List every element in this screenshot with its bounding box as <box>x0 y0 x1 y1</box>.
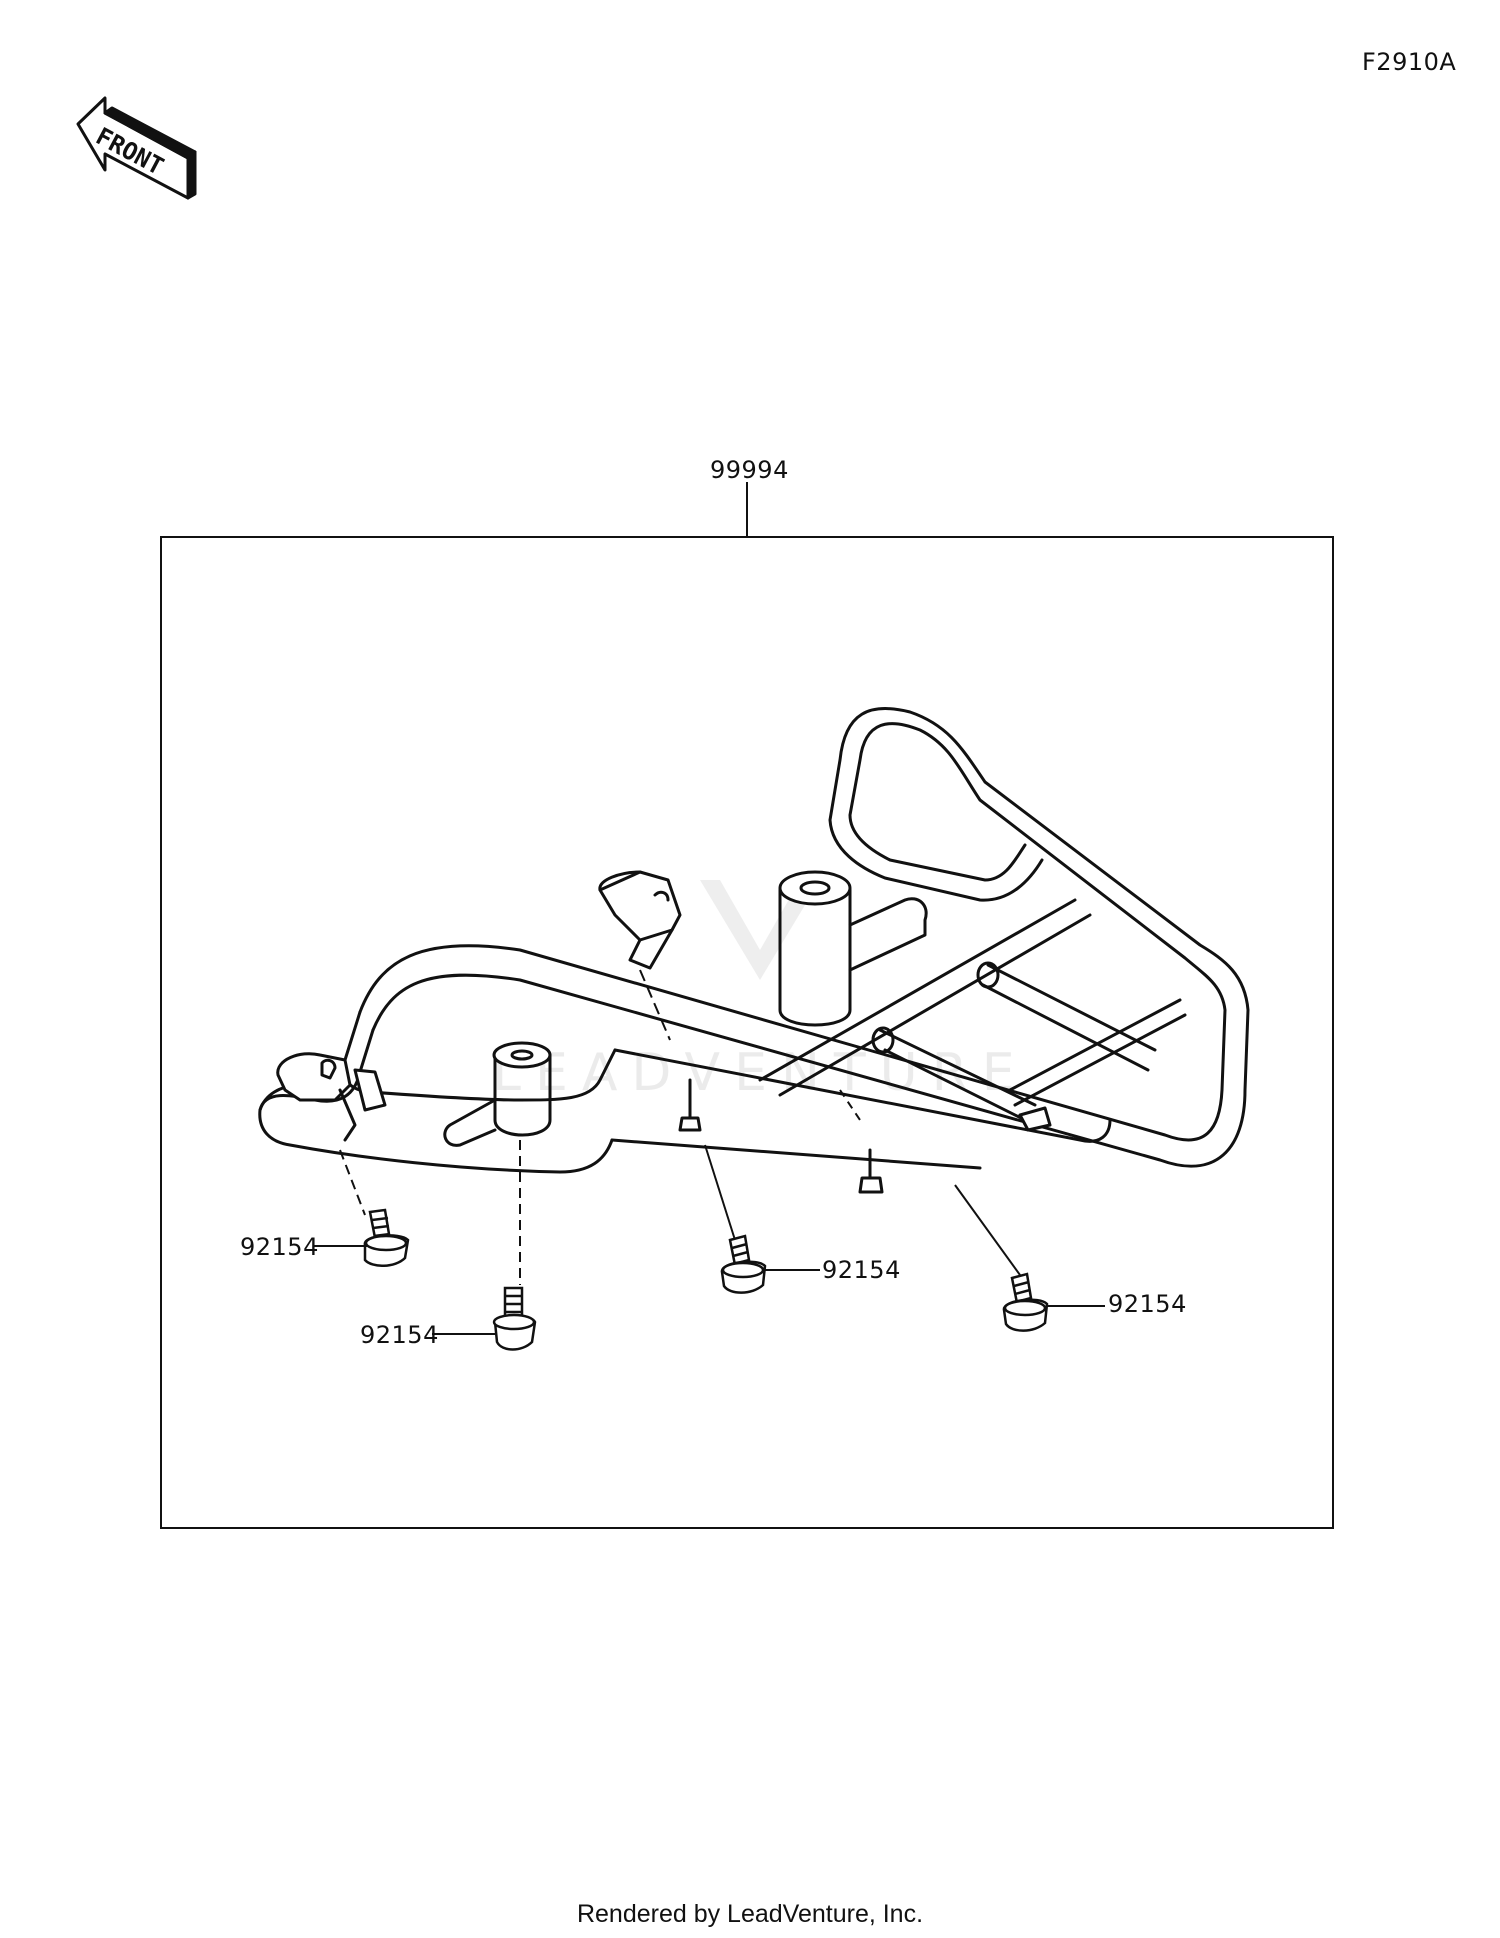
diagram-reference-code: F2910A <box>1362 48 1457 76</box>
bolt-icon-3 <box>720 1234 767 1294</box>
watermark-logo-icon <box>700 880 820 980</box>
rear-carrier-rack <box>258 707 1250 1194</box>
assembly-part-number: 99994 <box>710 456 789 484</box>
fastener-part-number: 92154 <box>822 1256 901 1284</box>
bolt-icon-2 <box>492 1286 537 1351</box>
bolt-icon-1 <box>363 1208 410 1267</box>
fastener-part-number: 92154 <box>360 1321 439 1349</box>
assembly-frame <box>160 536 1334 1529</box>
callout-lines <box>313 1245 1105 1335</box>
bolt-icon-4 <box>1002 1272 1049 1332</box>
fastener-part-number: 92154 <box>1108 1290 1187 1318</box>
front-arrow-icon: FRONT <box>76 96 197 200</box>
watermark: LEADVENTURE <box>492 880 1015 1103</box>
fastener-part-number: 92154 <box>240 1233 319 1261</box>
footer-credit: Rendered by LeadVenture, Inc. <box>576 1900 924 1928</box>
fastener-leader-lines <box>339 969 1021 1285</box>
